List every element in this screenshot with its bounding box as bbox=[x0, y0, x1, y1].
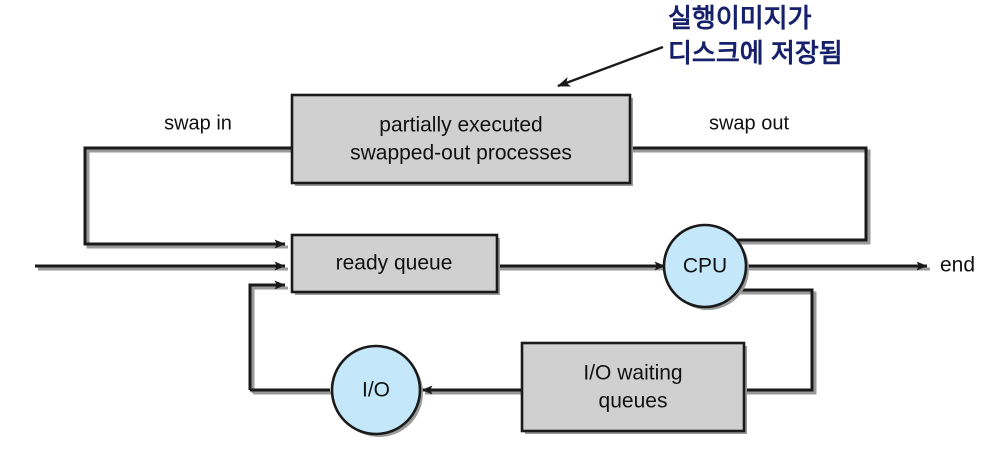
edge-swap-out bbox=[630, 146, 868, 242]
node-swapped-out-processes-box bbox=[290, 93, 632, 185]
edge-label-end: end bbox=[940, 254, 975, 277]
edge-cpu-to-io-queues-shadow bbox=[740, 291, 817, 395]
annotation-text-line2: 디스크에 저장됨 bbox=[668, 38, 843, 68]
edge-swap-in-shadow bbox=[86, 149, 292, 249]
node-io-circle bbox=[330, 344, 422, 436]
node-swapped-out-processes-label-line2: swapped-out processes bbox=[350, 142, 572, 165]
node-swapped-out-processes[interactable]: partially executed swapped-out processes bbox=[290, 93, 633, 186]
node-io-waiting-queues[interactable]: I/O waiting queues bbox=[520, 341, 747, 434]
edge-swap-out-shadow bbox=[633, 149, 871, 245]
annotation-text-line1: 실행이미지가 bbox=[668, 3, 812, 33]
node-io-label: I/O bbox=[362, 379, 390, 402]
node-io-waiting-queues-box bbox=[520, 341, 746, 433]
node-ready-queue-box bbox=[290, 233, 499, 294]
edge-label-swap-in: swap in bbox=[164, 112, 232, 134]
annotation-pointer-arrow bbox=[557, 45, 664, 88]
node-io-waiting-queues-label-line1: I/O waiting bbox=[583, 362, 682, 385]
node-ready-queue-label: ready queue bbox=[336, 252, 453, 275]
edge-label-swap-out: swap out bbox=[709, 112, 789, 134]
node-ready-queue[interactable]: ready queue bbox=[290, 233, 500, 295]
node-cpu[interactable]: CPU bbox=[662, 223, 749, 310]
node-io-waiting-queues-label-line2: queues bbox=[599, 390, 668, 413]
node-swapped-out-processes-label-line1: partially executed bbox=[379, 114, 542, 137]
edge-swap-in bbox=[83, 146, 292, 249]
node-io[interactable]: I/O bbox=[330, 344, 423, 437]
edge-cpu-to-io-queues bbox=[737, 288, 814, 392]
node-cpu-label: CPU bbox=[683, 255, 727, 278]
edge-io-to-ready-shadow bbox=[251, 286, 288, 393]
edge-io-to-ready bbox=[248, 280, 286, 390]
node-cpu-circle bbox=[662, 223, 748, 309]
